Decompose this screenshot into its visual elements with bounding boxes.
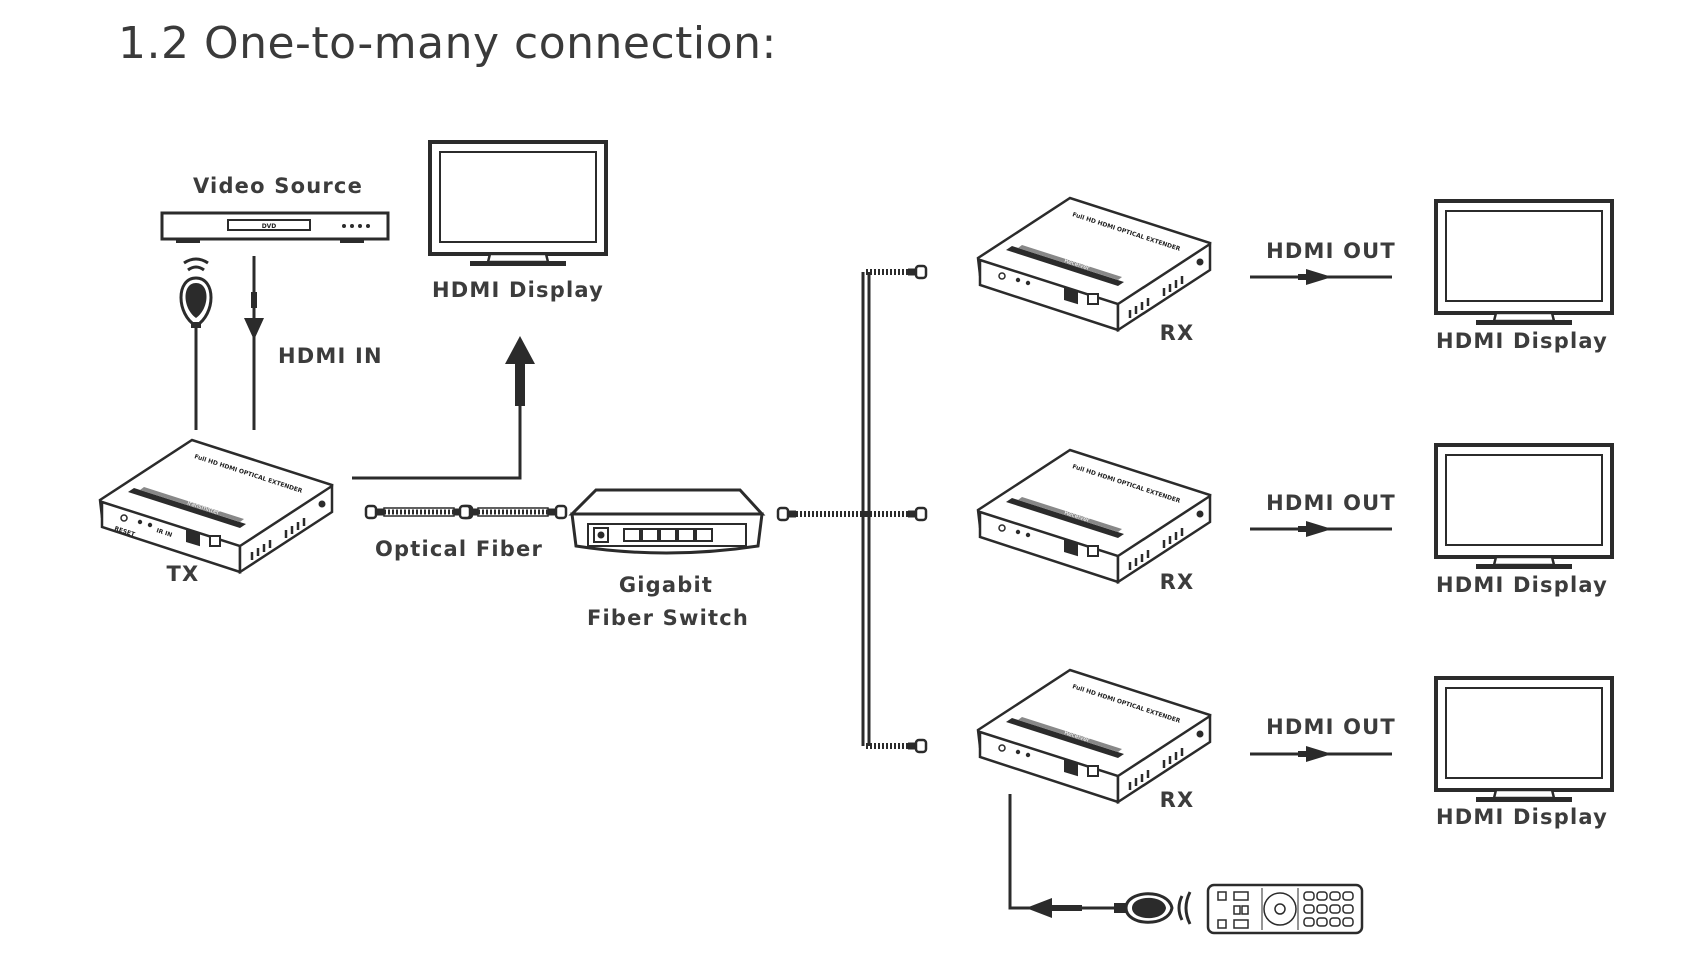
video-source-label: Video Source bbox=[193, 174, 363, 198]
hdmi-out-label-1: HDMI OUT bbox=[1266, 239, 1396, 263]
page-title: 1.2 One-to-many connection: bbox=[118, 18, 777, 69]
tx-ir-in-label: IR IN bbox=[155, 527, 173, 539]
tx-label: TX bbox=[167, 562, 200, 586]
rx-label-1: RX bbox=[1160, 321, 1195, 345]
dvd-player-icon: DVD bbox=[160, 211, 390, 243]
tx-transmitter-box: Full HD HDMI OPTICAL EXTENDER Transmitte… bbox=[98, 438, 334, 574]
hdmi-in-arrow bbox=[244, 256, 264, 430]
gigabit-fiber-switch-icon bbox=[568, 488, 766, 555]
hdmi-display-label-3: HDMI Display bbox=[1436, 805, 1608, 829]
hdmi-out-to-display-arrow bbox=[352, 336, 535, 480]
optical-fiber-label: Optical Fiber bbox=[375, 537, 543, 561]
hdmi-display-icon-3 bbox=[1434, 676, 1614, 804]
hdmi-out-label-2: HDMI OUT bbox=[1266, 491, 1396, 515]
dvd-label: DVD bbox=[262, 223, 277, 230]
switch-label-line1: Gigabit bbox=[619, 573, 713, 597]
ir-receiver-icon bbox=[179, 257, 213, 430]
hdmi-out-arrow-1 bbox=[1248, 267, 1394, 287]
ir-emitter-icon bbox=[1124, 891, 1192, 925]
hdmi-display-label-2: HDMI Display bbox=[1436, 573, 1608, 597]
hdmi-out-label-3: HDMI OUT bbox=[1266, 715, 1396, 739]
hdmi-display-icon-2 bbox=[1434, 443, 1614, 571]
rx-receiver-box-1: Full HD HDMI OPTICAL EXTENDER Receiver bbox=[976, 196, 1212, 332]
rx-receiver-box-2: Full HD HDMI OPTICAL EXTENDER Receiver bbox=[976, 448, 1212, 584]
hdmi-in-label: HDMI IN bbox=[278, 344, 383, 368]
fiber-distribution-cables bbox=[776, 264, 928, 754]
rx-receiver-box-3: Full HD HDMI OPTICAL EXTENDER Receiver bbox=[976, 668, 1212, 804]
hdmi-display-top-icon bbox=[428, 140, 608, 268]
hdmi-display-top-label: HDMI Display bbox=[432, 278, 604, 302]
hdmi-display-icon-1 bbox=[1434, 199, 1614, 327]
ir-extension-cable bbox=[1008, 794, 1126, 918]
rx-label-2: RX bbox=[1160, 570, 1195, 594]
hdmi-out-arrow-3 bbox=[1248, 744, 1394, 764]
optical-fiber-cable bbox=[366, 506, 566, 518]
hdmi-display-label-1: HDMI Display bbox=[1436, 329, 1608, 353]
switch-label-line2: Fiber Switch bbox=[587, 606, 749, 630]
rx-label-3: RX bbox=[1160, 788, 1195, 812]
remote-control-icon bbox=[1206, 883, 1364, 935]
hdmi-out-arrow-2 bbox=[1248, 519, 1394, 539]
